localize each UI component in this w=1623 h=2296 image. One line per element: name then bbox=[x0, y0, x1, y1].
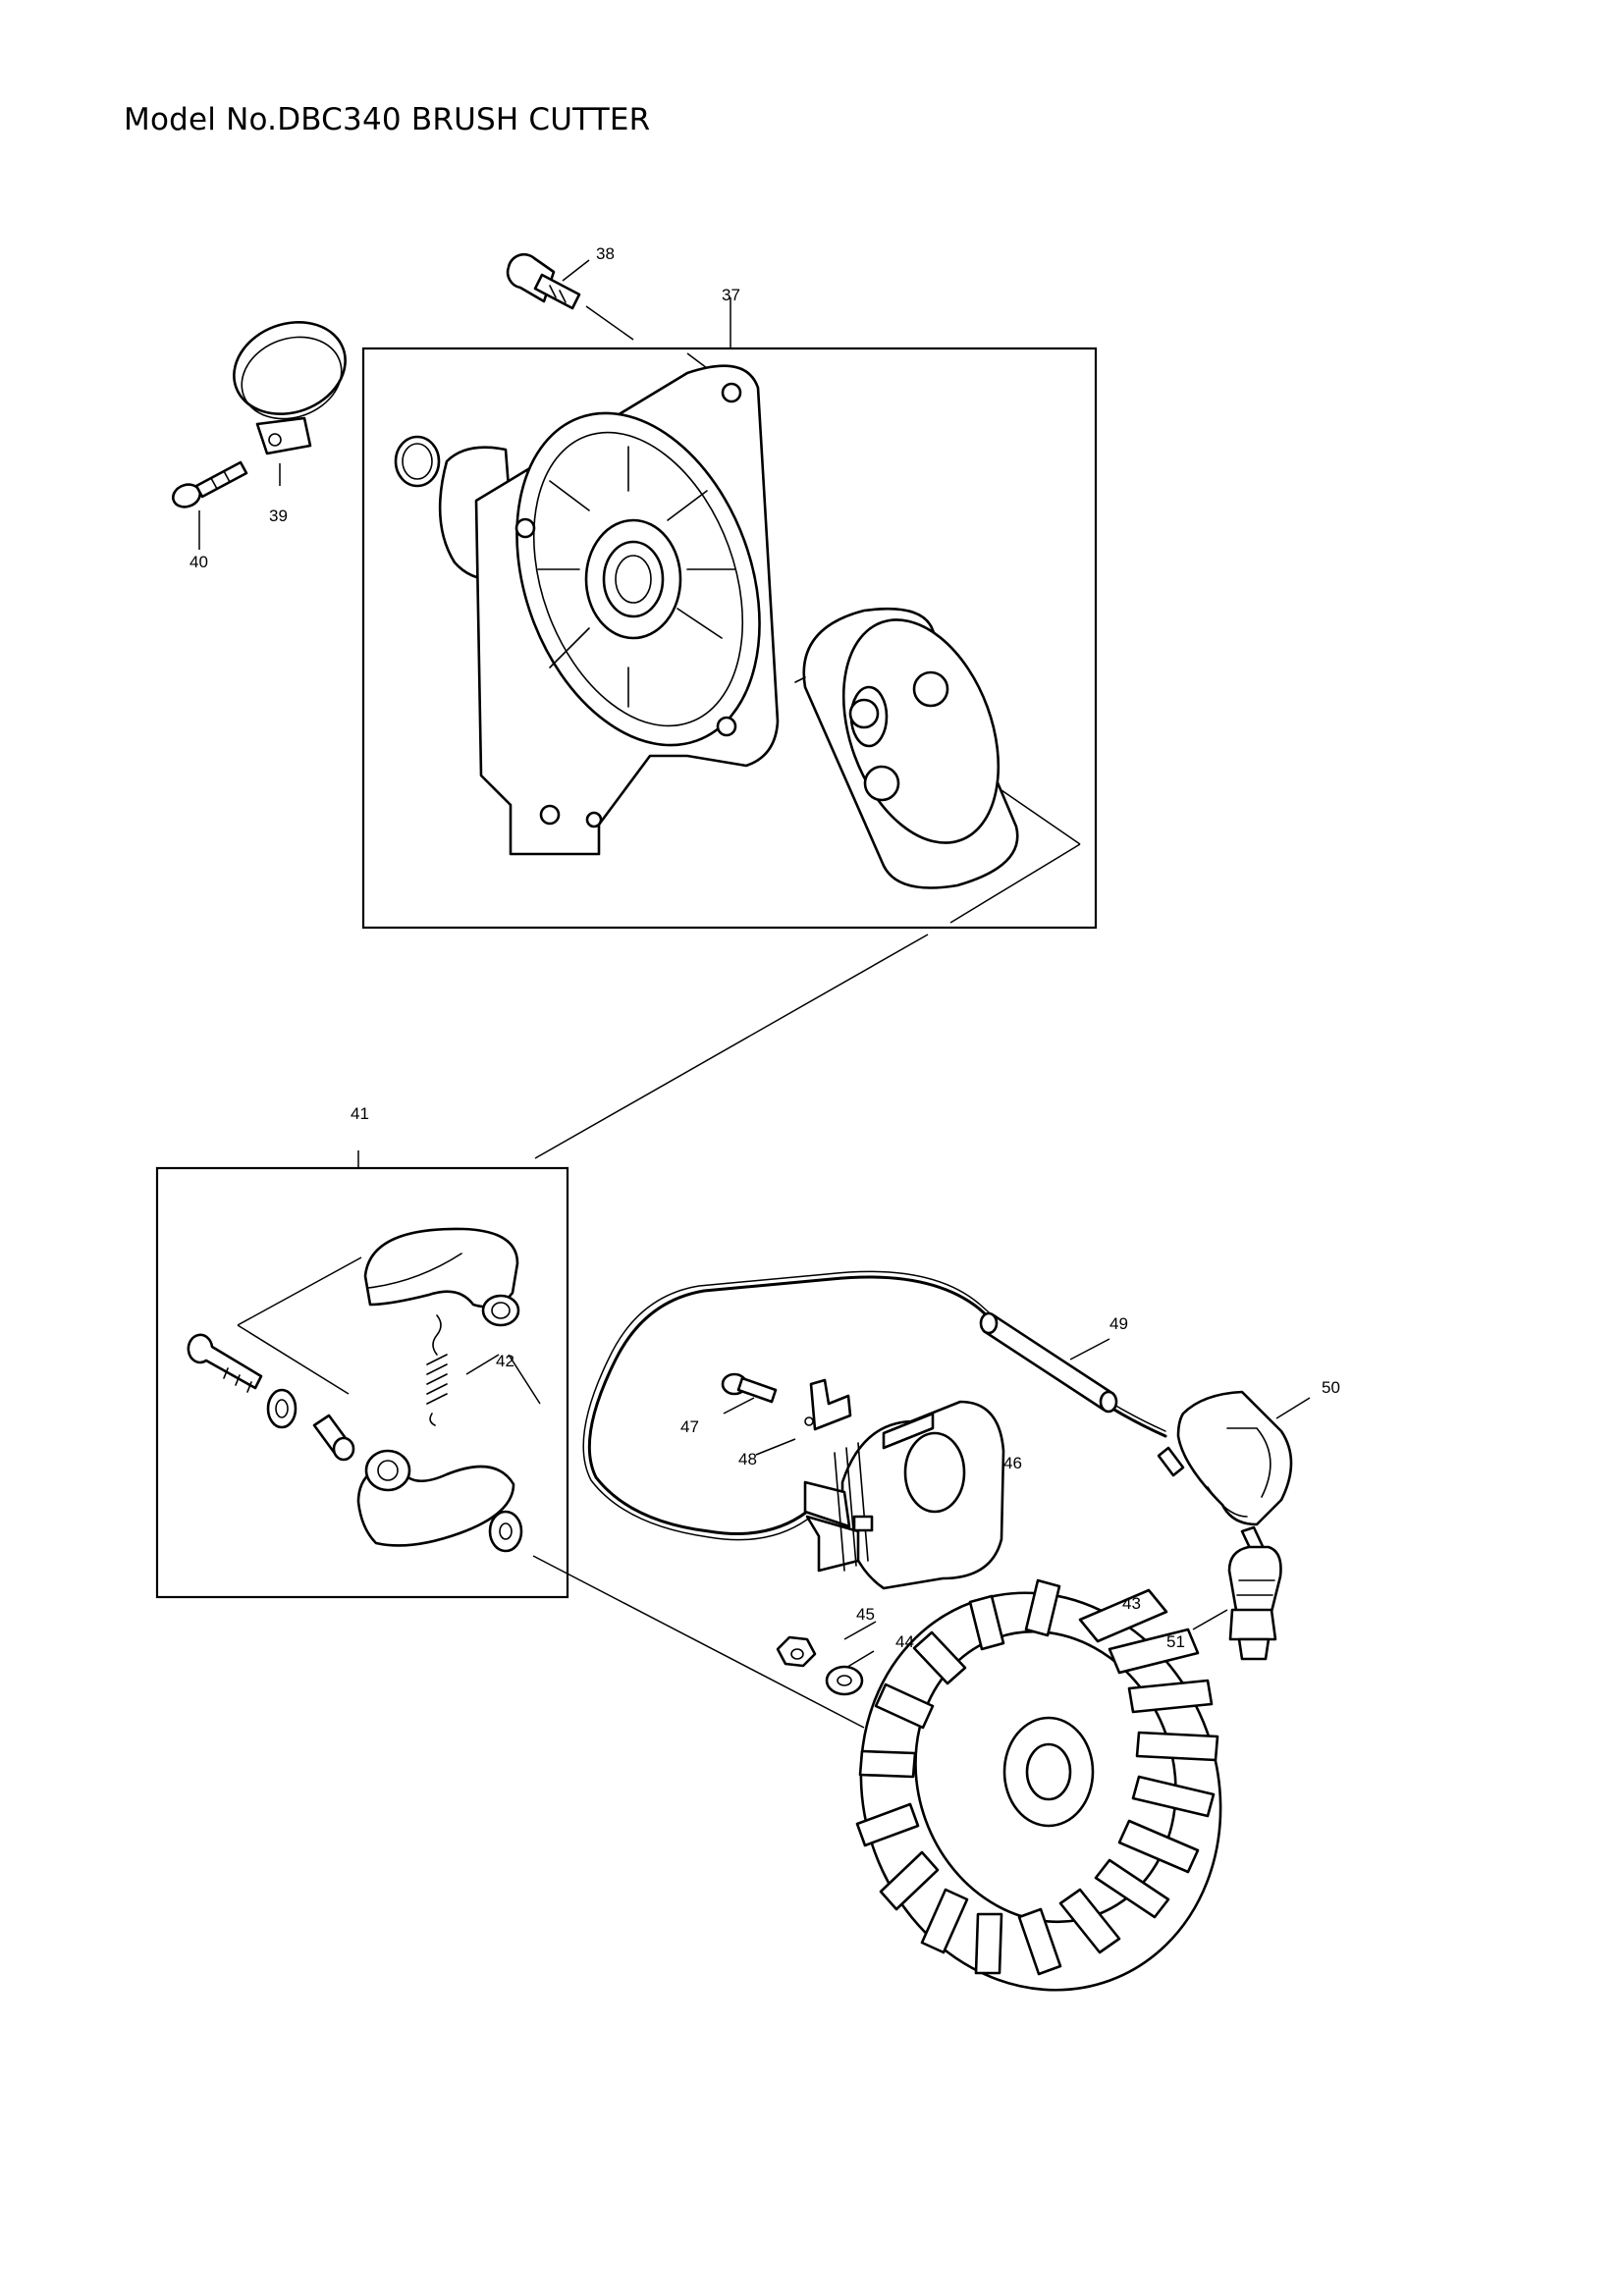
part-40-screw bbox=[172, 460, 248, 508]
part-49-tube bbox=[979, 1311, 1118, 1414]
group-box-37 bbox=[361, 347, 1098, 930]
callout-39: 39 bbox=[269, 507, 288, 525]
callout-51: 51 bbox=[1166, 1632, 1185, 1651]
callout-50: 50 bbox=[1322, 1378, 1340, 1397]
callout-48: 48 bbox=[738, 1450, 757, 1468]
callout-45: 45 bbox=[856, 1605, 875, 1624]
callout-40: 40 bbox=[189, 553, 208, 571]
callout-44: 44 bbox=[895, 1632, 914, 1651]
callout-37: 37 bbox=[722, 286, 740, 304]
callout-38: 38 bbox=[596, 244, 615, 263]
part-37-clutch-drum bbox=[794, 607, 1019, 889]
part-41-clutch-assembly bbox=[187, 1227, 523, 1553]
part-45-nut bbox=[776, 1635, 817, 1668]
flywheel-fins bbox=[855, 1578, 1219, 1976]
callout-49: 49 bbox=[1109, 1314, 1128, 1333]
callout-41: 41 bbox=[351, 1104, 369, 1123]
part-46-ignition-coil bbox=[582, 1270, 1185, 1590]
part-47-bolt bbox=[721, 1372, 778, 1404]
page-title: Model No.DBC340 BRUSH CUTTER bbox=[124, 102, 651, 137]
callout-43: 43 bbox=[1122, 1594, 1141, 1613]
callout-46: 46 bbox=[1003, 1454, 1022, 1472]
part-50-cap bbox=[1176, 1390, 1293, 1526]
part-51-spark-plug bbox=[1227, 1525, 1282, 1661]
callout-47: 47 bbox=[680, 1417, 699, 1436]
part-39-clamp bbox=[233, 320, 347, 455]
callout-42: 42 bbox=[496, 1352, 514, 1370]
group-box-41 bbox=[155, 1166, 569, 1599]
part-44-washer bbox=[825, 1665, 864, 1696]
part-38-bolt bbox=[506, 252, 581, 310]
part-48-terminal bbox=[804, 1378, 852, 1431]
part-37-clutch-case bbox=[394, 364, 780, 856]
part-43-flywheel bbox=[855, 1578, 1222, 1992]
